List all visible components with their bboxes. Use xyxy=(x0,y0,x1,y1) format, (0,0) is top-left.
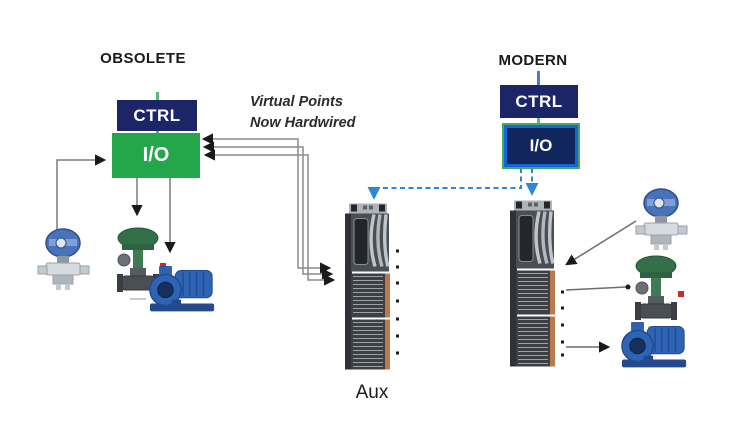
obsolete-title: OBSOLETE xyxy=(100,50,186,67)
modern-io-box: I/O xyxy=(502,123,580,169)
aux-label: Aux xyxy=(355,382,389,403)
remote-io-rack-icon xyxy=(508,197,566,372)
ctrl-io-link-right xyxy=(537,116,540,127)
terminal-dots xyxy=(396,249,399,355)
valve-alarm-dot xyxy=(160,263,166,269)
network-stub-above-ctrl xyxy=(537,71,540,86)
modern-ctrl-label: CTRL xyxy=(515,91,563,111)
terminal-dots xyxy=(561,290,564,357)
annotation-line-2: Now Hardwired xyxy=(250,115,356,131)
pressure-transmitter-icon xyxy=(36,228,94,292)
wire-transmitter-to-io-left xyxy=(56,154,107,230)
wire-transmitter-to-rack-right xyxy=(565,220,637,266)
obsolete-ctrl-box: CTRL xyxy=(117,100,197,131)
modern-title: MODERN xyxy=(498,52,568,69)
hardwire-bundle-line-3 xyxy=(203,149,336,286)
modern-io-label: I/O xyxy=(529,136,553,155)
aux-io-rack-icon xyxy=(343,200,401,375)
hardwire-bundle-line-2 xyxy=(202,141,334,280)
valve-caption-smudge xyxy=(130,298,146,300)
network-dashed-io-to-aux-rack xyxy=(367,168,522,200)
pump-icon xyxy=(620,314,690,374)
wire-rack-to-valve-right xyxy=(565,286,627,291)
obsolete-ctrl-label: CTRL xyxy=(133,105,181,125)
wire-endpoint-dot-valve xyxy=(625,284,631,290)
pump-icon xyxy=(148,258,218,318)
obsolete-io-box: I/O xyxy=(112,133,200,178)
pressure-transmitter-icon xyxy=(634,188,692,252)
valve-alarm-dot xyxy=(678,291,684,297)
io-rack-graphic xyxy=(345,203,399,370)
obsolete-io-label: I/O xyxy=(142,144,170,166)
hardwire-bundle-line-1 xyxy=(201,133,332,274)
hardwired-annotation: Virtual Points Now Hardwired xyxy=(250,92,356,134)
modern-ctrl-box: CTRL xyxy=(500,85,578,118)
io-rack-graphic xyxy=(510,200,564,367)
annotation-line-1: Virtual Points xyxy=(250,94,343,110)
